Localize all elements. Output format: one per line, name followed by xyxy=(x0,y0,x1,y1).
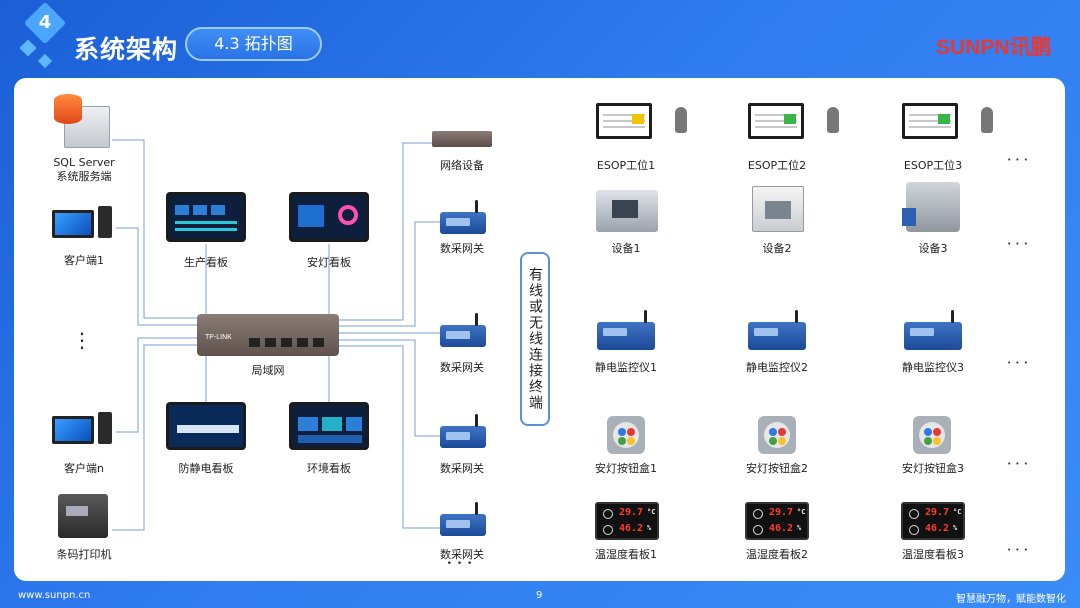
gateway-3-label: 数采网关 xyxy=(440,462,484,475)
connection-type-box: 有线或无线连接终端 xyxy=(520,252,550,426)
page-number: 9 xyxy=(536,590,543,601)
client-n-node xyxy=(52,412,116,452)
andon-button-box-icon xyxy=(607,416,645,454)
gateway-4-label: 数采网关 xyxy=(440,548,484,561)
production-board-screen xyxy=(166,192,246,242)
database-icon xyxy=(54,94,82,124)
esop-2-label: ESOP工位2 xyxy=(747,159,807,172)
esop-monitor-icon xyxy=(902,103,958,139)
switch-port xyxy=(265,338,276,347)
andon-dial xyxy=(338,205,358,225)
pc-tower-icon xyxy=(98,206,112,238)
temp-humidity-display-icon: 29.7°C 46.2% xyxy=(745,502,809,540)
lan-switch: TP-LINK xyxy=(197,314,339,356)
andon-board-label: 安灯看板 xyxy=(307,256,351,269)
esd-board-screen xyxy=(166,402,246,450)
andon-board-screen xyxy=(289,192,369,242)
sql-server-label: SQL Server 系统服务端 xyxy=(53,156,115,183)
esop-more-ellipsis: • • • xyxy=(1007,156,1029,164)
gateway-icon xyxy=(440,414,486,448)
barcode-scanner-icon xyxy=(827,107,839,133)
th-board-1-label: 温湿度看板1 xyxy=(595,548,657,561)
gateway-2-label: 数采网关 xyxy=(440,361,484,374)
equipment-more-ellipsis: • • • xyxy=(1007,240,1029,248)
network-device-label: 网络设备 xyxy=(440,159,484,172)
equipment-2-label: 设备2 xyxy=(762,242,792,255)
gateway-1-label: 数采网关 xyxy=(440,242,484,255)
environment-board-label: 环境看板 xyxy=(307,462,351,475)
network-device-icon xyxy=(432,131,492,147)
lan-label: 局域网 xyxy=(251,364,285,377)
page-title: 系统架构 xyxy=(74,35,179,64)
vertical-ellipsis: ⋮ xyxy=(72,328,92,352)
esop-monitor-icon xyxy=(748,103,804,139)
switch-port xyxy=(249,338,260,347)
andon-box-2-label: 安灯按钮盒2 xyxy=(746,462,808,475)
footer-url: www.sunpn.cn xyxy=(18,590,91,601)
esd-monitor-1-label: 静电监控仪1 xyxy=(595,361,657,374)
esd-monitor-icon xyxy=(597,310,655,350)
temp-humidity-display-icon: 29.7°C 46.2% xyxy=(901,502,965,540)
temp-humidity-display-icon: 29.7°C 46.2% xyxy=(595,502,659,540)
gateway-icon xyxy=(440,502,486,536)
section-subtitle-pill: 4.3 拓扑图 xyxy=(185,27,322,61)
printer-panel xyxy=(66,506,88,516)
andon-box-1-label: 安灯按钮盒1 xyxy=(595,462,657,475)
esop-monitor-icon xyxy=(596,103,652,139)
barcode-scanner-icon xyxy=(675,107,687,133)
client-1-node xyxy=(52,206,116,246)
esd-monitor-3-label: 静电监控仪3 xyxy=(902,361,964,374)
equipment-3-label: 设备3 xyxy=(918,242,948,255)
footer-slogan: 智慧融万物，赋能数智化 xyxy=(956,594,1066,605)
connection-type-label: 有线或无线连接终端 xyxy=(527,267,543,411)
esd-monitor-more-ellipsis: • • • xyxy=(1007,359,1029,367)
andon-button-box-icon xyxy=(758,416,796,454)
esd-monitor-icon xyxy=(904,310,962,350)
barcode-printer-label: 条码打印机 xyxy=(56,548,112,561)
pc-tower-icon xyxy=(98,412,112,444)
andon-button-box-icon xyxy=(913,416,951,454)
equipment-icon xyxy=(752,186,804,232)
th-board-3-label: 温湿度看板3 xyxy=(902,548,964,561)
monitor-icon xyxy=(52,416,94,444)
barcode-scanner-icon xyxy=(981,107,993,133)
andon-box-3-label: 安灯按钮盒3 xyxy=(902,462,964,475)
esop-3-label: ESOP工位3 xyxy=(903,159,963,172)
client-1-label: 客户端1 xyxy=(64,254,104,267)
production-board-label: 生产看板 xyxy=(184,256,228,269)
environment-board-screen xyxy=(289,402,369,450)
monitor-icon xyxy=(52,210,94,238)
th-board-2-label: 温湿度看板2 xyxy=(746,548,808,561)
sql-server-node xyxy=(54,92,114,152)
gateway-more-ellipsis: • • • xyxy=(446,559,474,569)
andon-more-ellipsis: • • • xyxy=(1007,460,1029,468)
gateway-icon xyxy=(440,200,486,234)
client-n-label: 客户端n xyxy=(64,462,104,475)
press-machine-icon xyxy=(902,182,960,232)
th-more-ellipsis: • • • xyxy=(1007,546,1029,554)
esd-monitor-2-label: 静电监控仪2 xyxy=(746,361,808,374)
printer-icon xyxy=(58,494,108,538)
gateway-icon xyxy=(440,313,486,347)
equipment-1-label: 设备1 xyxy=(611,242,641,255)
esd-board-label: 防静电看板 xyxy=(178,462,234,475)
switch-port xyxy=(297,338,308,347)
switch-port xyxy=(281,338,292,347)
brand-logo: SUNPN讯鹏 xyxy=(936,36,1052,59)
barcode-printer-node xyxy=(58,494,108,538)
cnc-machine-icon xyxy=(596,190,658,232)
esop-1-label: ESOP工位1 xyxy=(596,159,656,172)
esd-monitor-icon xyxy=(748,310,806,350)
switch-port xyxy=(313,338,324,347)
switch-brand-logo: TP-LINK xyxy=(205,334,232,341)
